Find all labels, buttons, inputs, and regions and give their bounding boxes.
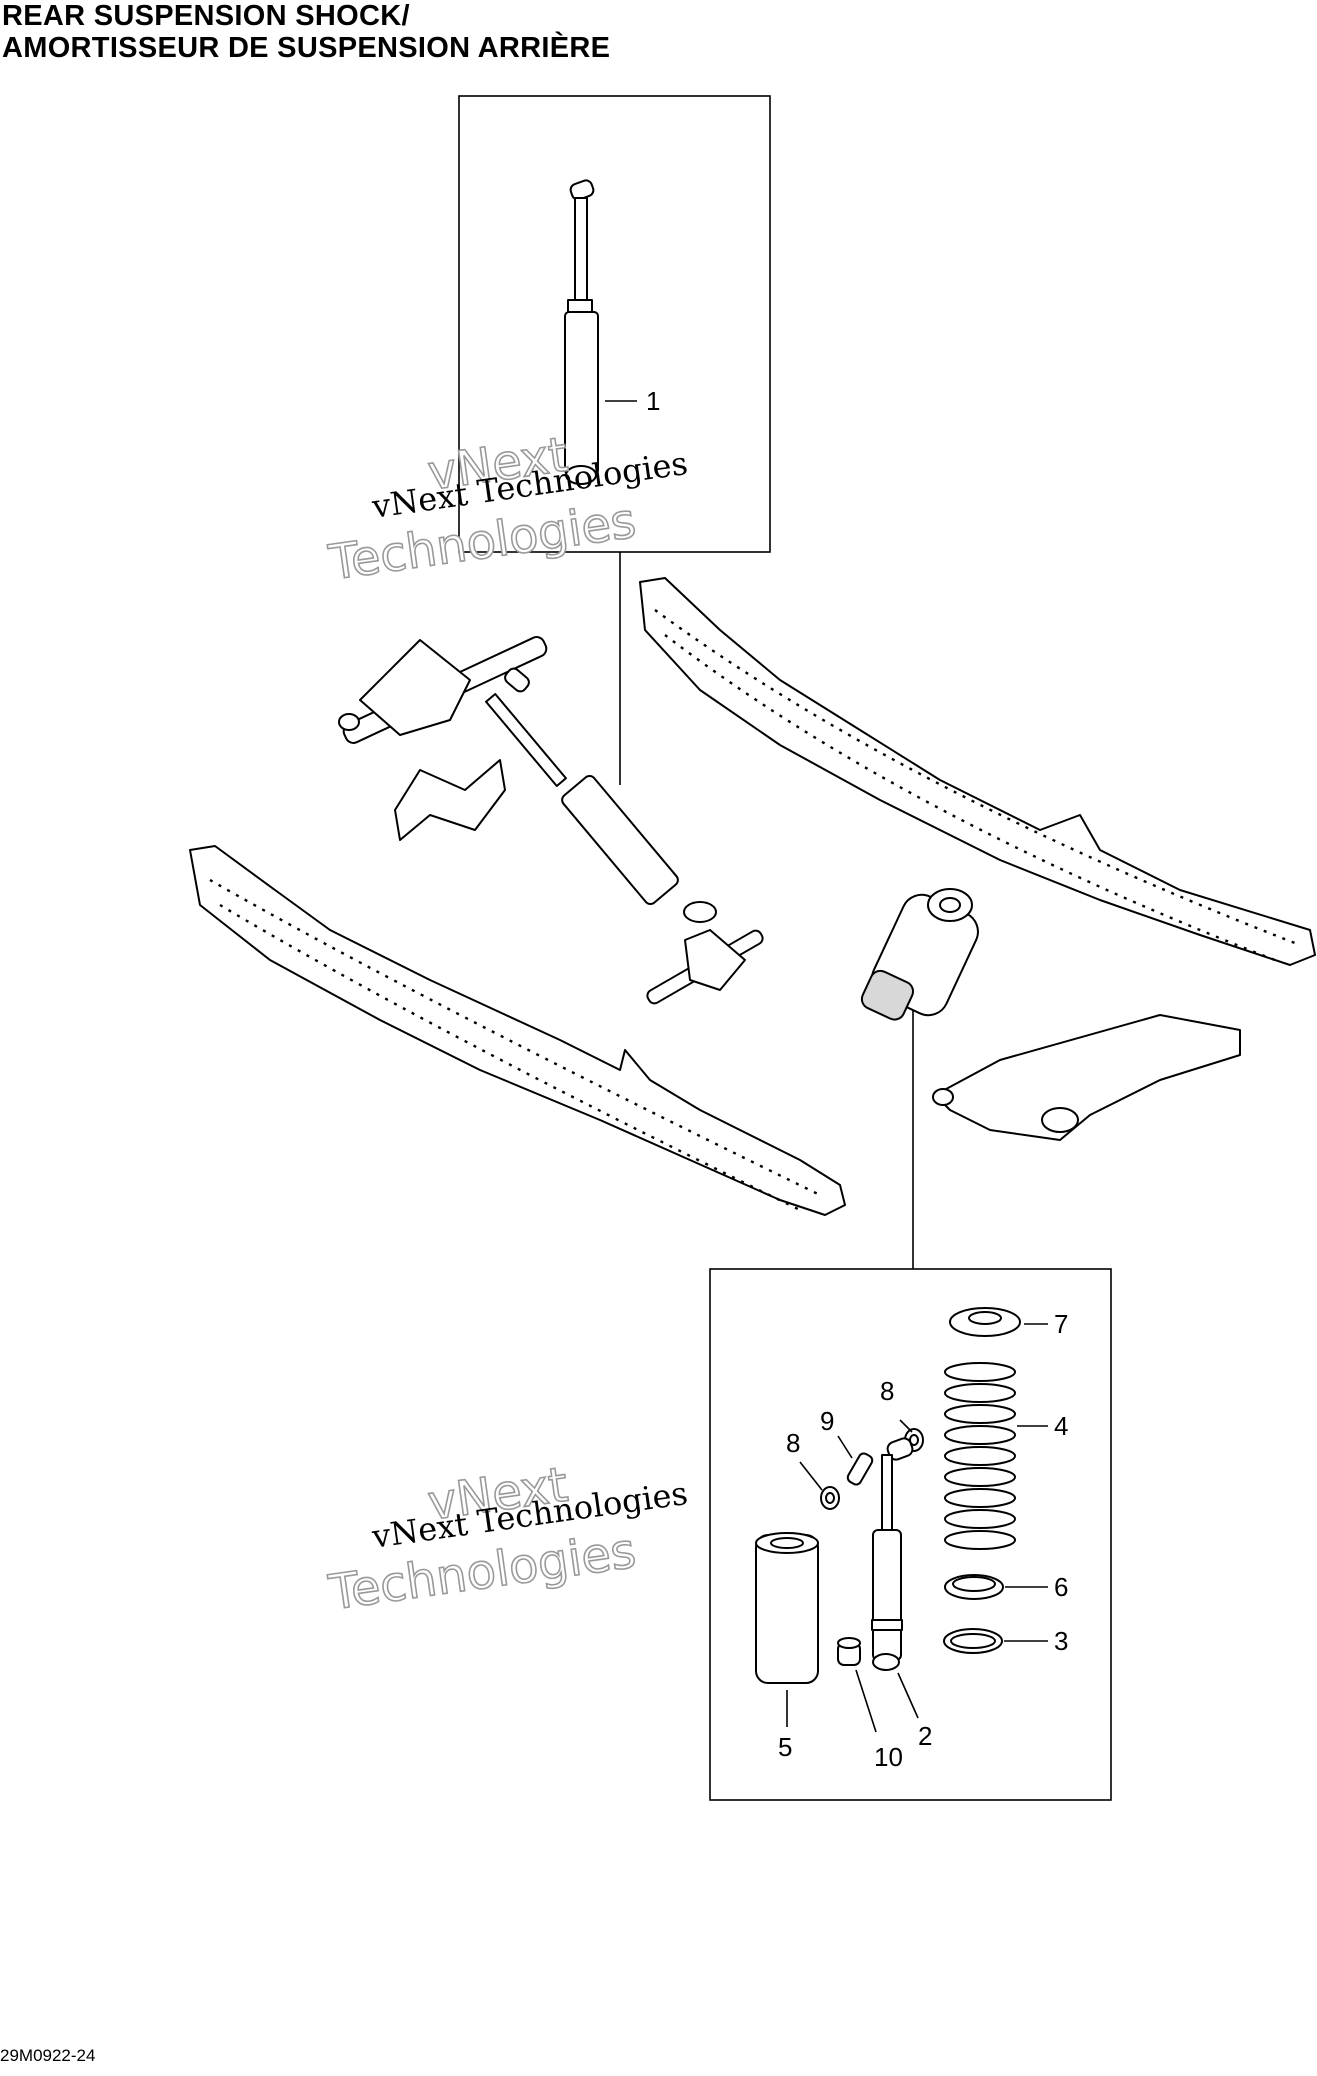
callout-8-lower: 8 [786,1428,800,1458]
rear-shock-assembled [860,888,979,1021]
page-title-french: AMORTISSEUR DE SUSPENSION ARRIÈRE [2,32,611,64]
callout-1: 1 [646,386,660,416]
callout-7: 7 [1054,1309,1068,1339]
front-arm [338,636,548,744]
callout-5: 5 [778,1732,792,1762]
part-9-pin [846,1452,874,1486]
callout-2: 2 [918,1721,932,1751]
detail-frame-bottom [709,1268,1112,1801]
watermark-bottom: Technologies vNext vNext Technologies [324,1456,690,1622]
part-5-shock-boot [755,1532,819,1684]
front-shock-assembled [485,667,717,923]
part-2-shock-body [871,1437,914,1671]
part-10-spacer [837,1637,861,1666]
rear-arm-lower [646,929,764,1005]
callout-9: 9 [820,1406,834,1436]
callout-10: 10 [874,1742,903,1772]
page-title-english: REAR SUSPENSION SHOCK/ [2,0,410,32]
watermark-top: Technologies vNext vNext Technologies [324,426,690,592]
part-3-washer [943,1628,1003,1654]
part-7-spring-stopper [949,1307,1021,1337]
part-6-ring [944,1574,1004,1600]
part-4-spring [944,1362,1016,1550]
detail-frame-top [458,95,771,553]
mounting-bracket [394,759,506,841]
right-rail [639,577,1316,966]
rear-arm [932,1014,1241,1141]
callout-4: 4 [1054,1411,1068,1441]
left-rail [189,845,846,1216]
drawing-code: 29M0922-24 [0,2046,96,2065]
callout-6: 6 [1054,1572,1068,1602]
part-1-shock-absorber [564,179,599,485]
callout-8-upper: 8 [880,1376,894,1406]
callout-3: 3 [1054,1626,1068,1656]
part-8-bushing-lower [820,1486,840,1510]
